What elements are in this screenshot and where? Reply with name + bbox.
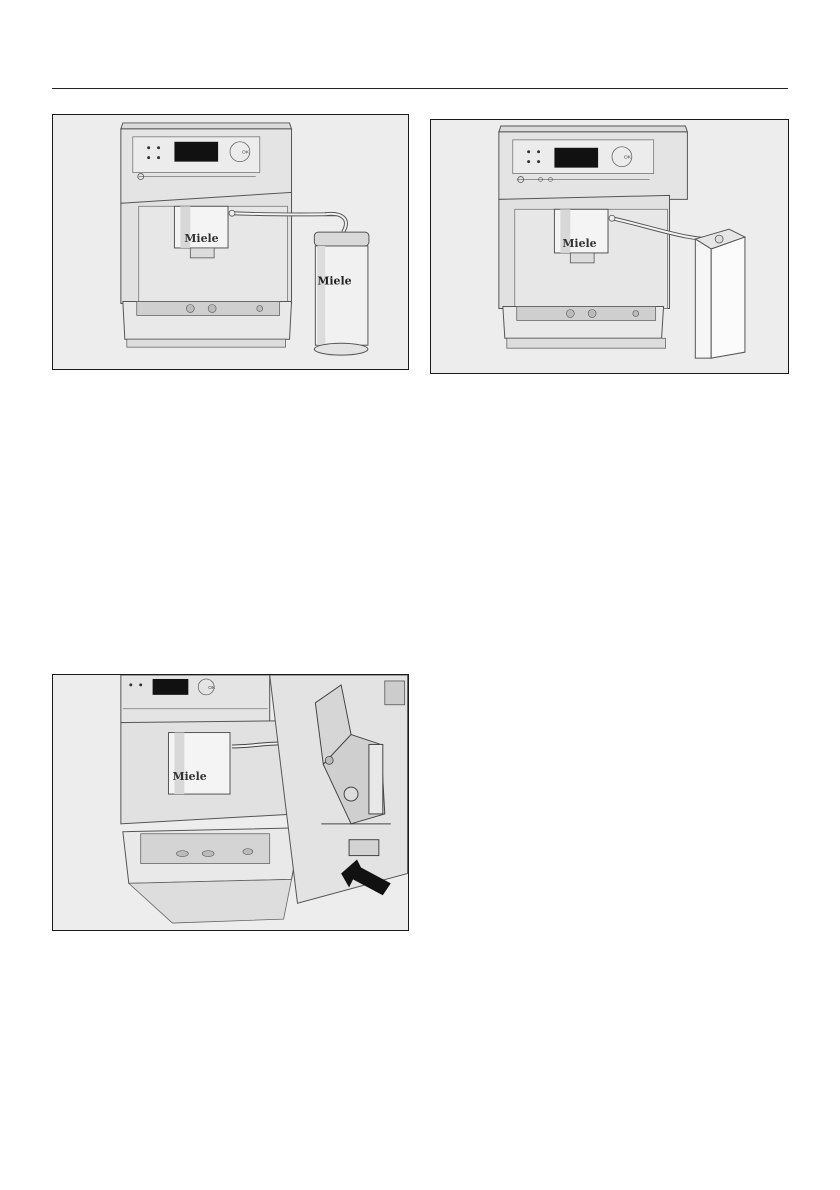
machine-brand-logo: Miele bbox=[184, 232, 218, 245]
ok-label: OK bbox=[242, 150, 250, 156]
display-screen bbox=[554, 148, 598, 168]
service-door-illustration: OK Miele bbox=[53, 675, 408, 930]
coffee-machine-illustration: OK Miele bbox=[431, 120, 788, 373]
machine-brand-logo: Miele bbox=[562, 237, 596, 250]
milk-carton-illustration bbox=[695, 229, 745, 358]
milk-container-illustration: Miele bbox=[314, 214, 369, 355]
machine-brand-logo: Miele bbox=[172, 770, 206, 783]
ok-label: OK bbox=[208, 685, 216, 691]
display-screen bbox=[174, 142, 218, 162]
figure-milk-carton: OK Miele bbox=[430, 119, 789, 374]
container-brand-logo: Miele bbox=[317, 275, 351, 288]
ok-label: OK bbox=[624, 155, 632, 161]
figure-service-door: OK Miele bbox=[52, 674, 409, 931]
coffee-machine-illustration: OK Miele Miele bbox=[53, 115, 408, 369]
figure-milk-container: OK Miele Miele bbox=[52, 114, 409, 370]
header-rule bbox=[52, 88, 788, 89]
display-screen bbox=[153, 679, 189, 695]
